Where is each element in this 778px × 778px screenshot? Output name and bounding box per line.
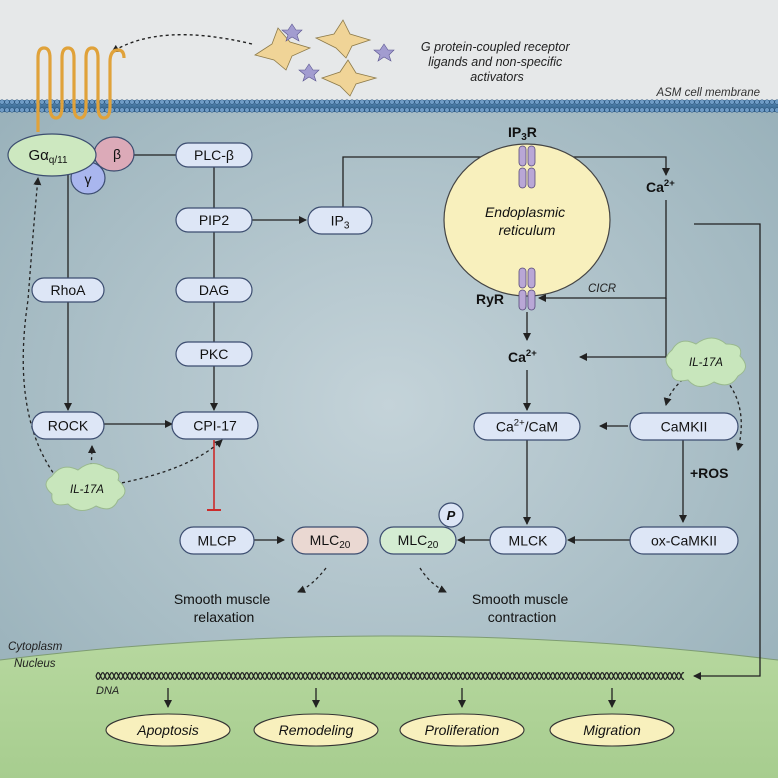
ca-cam-label: Ca2+/CaM [496, 418, 558, 435]
rock-node-label: ROCK [48, 418, 89, 434]
cicr-label: CICR [588, 283, 616, 295]
apoptosis-outcome: Apoptosis [105, 713, 231, 747]
ip3r-label: IP3R [508, 124, 537, 143]
membrane-label: ASM cell membrane [655, 87, 760, 99]
mlc20-phosphorylated: MLC20 P [379, 502, 464, 555]
dna-label: DNA [96, 685, 119, 697]
dna-strand [95, 671, 685, 681]
nuclear-envelope [0, 635, 778, 661]
dna-outcome-arrows [164, 688, 616, 708]
cpi17-node-label: CPI-17 [193, 418, 237, 434]
dna-strand [95, 671, 685, 681]
phosphate-label: P [447, 508, 456, 523]
pathway-connectors [64, 153, 761, 680]
ligands [254, 19, 395, 97]
g-beta-label: β [113, 146, 121, 162]
ligands-label: G protein-coupled receptor ligands and n… [421, 40, 573, 84]
migration-outcome-label: Migration [583, 722, 641, 738]
mlc20-contract-label: MLC20 [398, 532, 439, 551]
nucleus-region [0, 636, 778, 778]
ros-label: +ROS [690, 465, 729, 481]
il17a-label: IL-17A [70, 484, 104, 496]
il17a-cytokine-icon [45, 463, 126, 511]
cytoplasm-label: Cytoplasm [8, 641, 63, 653]
relaxation-label: Smooth muscle relaxation [174, 591, 274, 625]
mlc20-relax-label: MLC20 [310, 532, 351, 551]
plcb-node: PLC-β [175, 142, 253, 168]
cell-membrane [0, 99, 778, 113]
small-ligand-icon [298, 63, 320, 82]
ox-camkii-node: ox-CaMKII [629, 526, 739, 555]
pip2-node: PIP2 [175, 207, 253, 233]
small-ligand-icon [281, 23, 303, 42]
ox-camkii-node-label: ox-CaMKII [651, 533, 717, 549]
dag-node: DAG [175, 277, 253, 303]
ligand-binding-arrow [111, 34, 253, 53]
il17a-label: IL-17A [689, 357, 723, 369]
er-label: Endoplasmic reticulum [485, 204, 569, 238]
g-alpha-label: Gαq/11 [28, 147, 68, 166]
ligand-star-icon [314, 19, 372, 59]
contraction-label: Smooth muscle contraction [472, 591, 572, 625]
small-ligand-icon [373, 43, 395, 62]
proliferation-outcome-label: Proliferation [425, 722, 500, 738]
g-alpha-subunit [7, 133, 97, 177]
il17a-cytokine-icon [665, 337, 746, 387]
ligand-star-icon [254, 27, 312, 71]
mlcp-node-label: MLCP [198, 533, 237, 549]
apoptosis-outcome-label: Apoptosis [136, 722, 198, 738]
endoplasmic-reticulum [443, 143, 611, 297]
plcb-node-label: PLC-β [194, 147, 234, 163]
calcium-label: Ca2+ [646, 178, 675, 195]
rhoa-node: RhoA [31, 277, 105, 303]
rhoa-node-label: RhoA [50, 282, 86, 298]
remodeling-outcome: Remodeling [253, 713, 379, 747]
calcium-label: Ca2+ [508, 348, 537, 365]
il17a-right: IL-17A [665, 337, 746, 387]
remodeling-outcome-label: Remodeling [279, 722, 354, 738]
ryanodine-receptor-channel [518, 267, 536, 311]
proliferation-outcome: Proliferation [399, 713, 525, 747]
cpi17-node: CPI-17 [171, 411, 259, 440]
mlck-node-label: MLCK [509, 533, 549, 549]
ligand-star-icon [320, 59, 378, 97]
pip2-node-label: PIP2 [199, 212, 230, 228]
il17a-left: IL-17A [45, 463, 126, 511]
ca-cam-node: Ca2+/CaM [473, 412, 581, 441]
dag-node-label: DAG [199, 282, 229, 298]
g-protein-complex: Gαq/11 β γ [7, 133, 135, 195]
ip3-node: IP3 [307, 206, 373, 235]
migration-outcome: Migration [549, 713, 675, 747]
gpcr-receptor [36, 46, 126, 132]
nucleus-label: Nucleus [14, 658, 56, 670]
mlck-node: MLCK [489, 526, 567, 555]
rock-node: ROCK [31, 411, 105, 440]
g-gamma-label: γ [85, 171, 92, 187]
ip3-receptor-channel [518, 145, 536, 189]
phosphate-badge [438, 502, 464, 528]
ryr-label: RyR [476, 291, 504, 307]
mlc20-dephosphorylated: MLC20 [291, 526, 369, 555]
mlcp-node: MLCP [179, 526, 255, 555]
pkc-node-label: PKC [200, 346, 229, 362]
camkii-node-label: CaMKII [661, 419, 708, 435]
pkc-node: PKC [175, 341, 253, 367]
ip3-label: IP3 [331, 213, 350, 232]
camkii-node: CaMKII [629, 412, 739, 441]
